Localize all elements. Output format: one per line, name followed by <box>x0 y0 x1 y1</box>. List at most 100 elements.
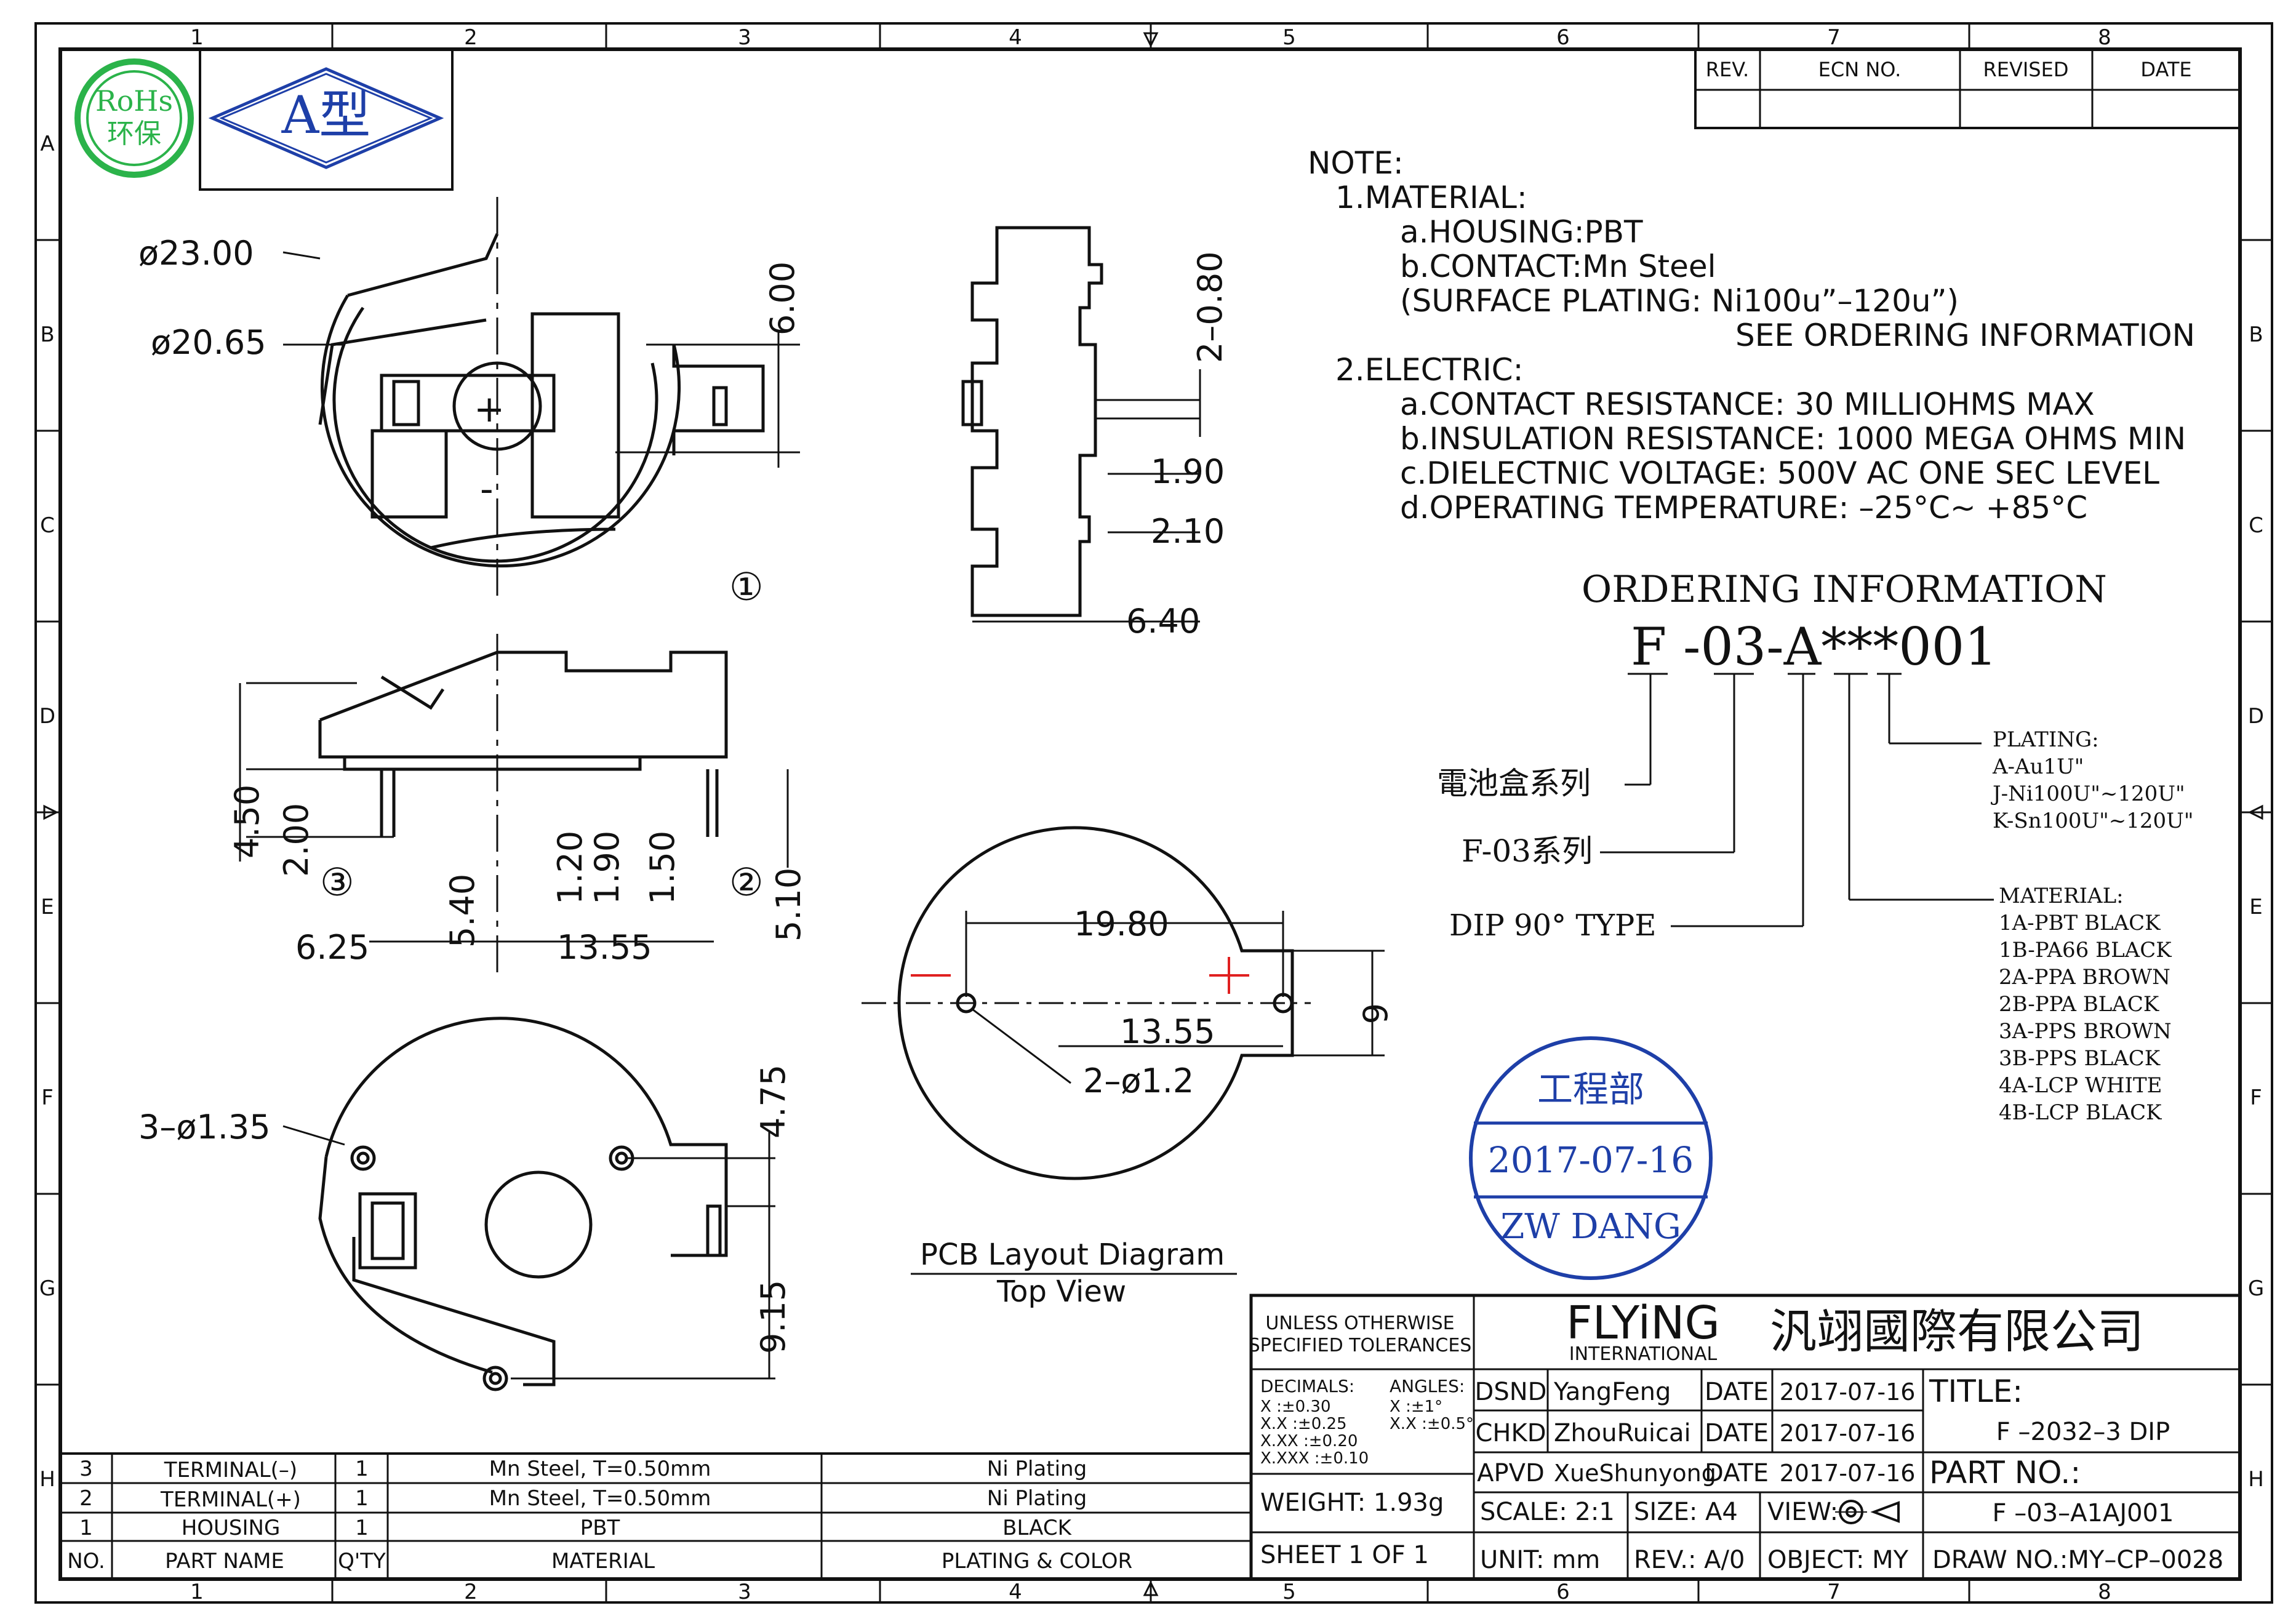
decimals-xxx: X.XX :±0.20 <box>1260 1432 1358 1450</box>
dim-9-15: 9.15 <box>754 1280 793 1354</box>
zone-row-h-right: H <box>2248 1467 2264 1492</box>
type-badge: A型 <box>208 67 444 169</box>
dim-2-10: 2.10 <box>1151 512 1225 551</box>
rohs-badge: RoHs 环保 <box>74 58 194 178</box>
note-line-4: (SURFACE PLATING: Ni100u”–120u”) <box>1400 283 1959 319</box>
zone-row-g-right: G <box>2248 1276 2264 1301</box>
dim-2-dia-1-2: 2–ø1.2 <box>1083 1062 1194 1100</box>
sheet-frame: 1 2 3 4 5 6 7 8 1 2 3 4 5 6 7 8 A B C D … <box>34 22 2273 1604</box>
tolerance-head-2: SPECIFIED TOLERANCES <box>1249 1335 1472 1356</box>
note-line-6: 2.ELECTRIC: <box>1335 352 1523 388</box>
note-line-5: SEE ORDERING INFORMATION <box>1735 318 2195 353</box>
title-value: F –2032–3 DIP <box>1996 1418 2170 1446</box>
zone-row-e: E <box>41 895 54 919</box>
ordering-title: ORDERING INFORMATION <box>1582 568 2107 611</box>
zone-row-c: C <box>40 513 55 538</box>
zone-col-4: 4 <box>1009 25 1022 50</box>
title-block: UNLESS OTHERWISE SPECIFIED TOLERANCES DE… <box>1249 1294 2242 1581</box>
title-label: TITLE: <box>1929 1374 2023 1409</box>
zone-col-7: 7 <box>1827 25 1841 50</box>
pcb-layout-drawing <box>862 826 1385 1180</box>
unit-value: UNIT: mm <box>1480 1546 1600 1574</box>
zone-col-8-bottom: 8 <box>2098 1580 2111 1604</box>
parts-row-3-name: TERMINAL(–) <box>164 1458 297 1482</box>
dim-13-55: 13.55 <box>557 928 652 967</box>
apvd-date: 2017-07-16 <box>1780 1460 1916 1487</box>
minus-mark: - <box>480 468 494 511</box>
revision-table: REV. ECN NO. REVISED DATE <box>1694 48 2241 129</box>
zone-col-5: 5 <box>1282 25 1296 50</box>
zone-row-b-right: B <box>2249 322 2263 347</box>
parts-row-3-qty: 1 <box>355 1457 369 1481</box>
ordering-info: ORDERING INFORMATION F -03-A***001 電池盒系列… <box>1437 568 2193 1125</box>
zone-col-3-bottom: 3 <box>738 1580 751 1604</box>
stamp-name: ZW DANG <box>1500 1207 1681 1247</box>
zone-row-a: A <box>40 132 54 156</box>
parts-header-material: MATERIAL <box>551 1549 655 1574</box>
zone-row-e-right: E <box>2249 895 2262 919</box>
apvd-label: APVD <box>1477 1459 1545 1487</box>
parts-row-2-qty: 1 <box>355 1486 369 1511</box>
object-value: OBJECT: MY <box>1767 1546 1909 1574</box>
ordering-code: F -03-A***001 <box>1631 617 1998 677</box>
weight-value: WEIGHT: 1.93g <box>1260 1489 1444 1517</box>
stamp-date: 2017-07-16 <box>1488 1139 1694 1181</box>
zone-col-8: 8 <box>2098 25 2111 50</box>
front-view-drawing <box>239 634 789 978</box>
part-no-value: F –03–A1AJ001 <box>1993 1499 2174 1527</box>
material-item: 2A-PPA BROWN <box>1999 965 2170 990</box>
zone-col-1: 1 <box>190 25 204 50</box>
parts-row-1-material: PBT <box>580 1516 620 1540</box>
dim-6-25: 6.25 <box>295 928 369 967</box>
rohs-text: RoHs <box>95 84 173 118</box>
dim-dia-23: ø23.00 <box>138 234 254 273</box>
company-cn: 汎翊國際有限公司 <box>1770 1304 2144 1359</box>
date-header: DATE <box>2140 58 2191 81</box>
plating-title: PLATING: <box>1993 727 2099 752</box>
side-view-drawing <box>961 226 1201 623</box>
material-item: 4A-LCP WHITE <box>1999 1073 2162 1098</box>
material-item: 4B-LCP BLACK <box>1999 1100 2162 1125</box>
material-title: MATERIAL: <box>1999 884 2124 908</box>
draw-no-value: DRAW NO.:MY–CP–0028 <box>1932 1546 2223 1574</box>
note-line-9: c.DIELECTNIC VOLTAGE: 500V AC ONE SEC LE… <box>1400 455 2159 491</box>
material-item: 3B-PPS BLACK <box>1999 1046 2161 1071</box>
note-line-1: 1.MATERIAL: <box>1335 180 1527 215</box>
parts-row-2-material: Mn Steel, T=0.50mm <box>489 1486 711 1511</box>
parts-header-qty: Q'TY <box>338 1549 386 1574</box>
parts-row-1-no: 1 <box>79 1516 93 1540</box>
zone-col-2: 2 <box>464 25 478 50</box>
dip-label: DIP 90° TYPE <box>1449 908 1656 943</box>
tolerance-head-1: UNLESS OTHERWISE <box>1265 1313 1454 1334</box>
zone-row-f-right: F <box>2250 1086 2262 1110</box>
decimals-label: DECIMALS: <box>1260 1376 1354 1396</box>
parts-row-1-qty: 1 <box>355 1516 369 1540</box>
callout-2: ② <box>729 860 764 905</box>
stamp-dept: 工程部 <box>1537 1068 1644 1110</box>
plating-item: K-Sn100U"~120U" <box>1993 809 2193 833</box>
apvd-date-label: DATE <box>1705 1459 1769 1487</box>
ecn-header: ECN NO. <box>1818 58 1902 81</box>
zone-row-h: H <box>39 1467 55 1492</box>
dim-2-00: 2.00 <box>277 803 316 877</box>
zone-col-1-bottom: 1 <box>190 1580 204 1604</box>
engineering-stamp: 工程部 2017-07-16 ZW DANG <box>1469 1036 1713 1280</box>
angles-label: ANGLES: <box>1390 1376 1465 1396</box>
rev-value: REV.: A/0 <box>1634 1546 1745 1574</box>
zone-row-c-right: C <box>2249 513 2263 538</box>
scale-value: SCALE: 2:1 <box>1480 1498 1615 1526</box>
note-line-7: a.CONTACT RESISTANCE: 30 MILLIOHMS MAX <box>1400 386 2095 422</box>
notes-title: NOTE: <box>1308 145 1404 181</box>
zone-col-6: 6 <box>1556 25 1570 50</box>
parts-row-3-no: 3 <box>79 1457 93 1481</box>
note-line-8: b.INSULATION RESISTANCE: 1000 MEGA OHMS … <box>1400 421 2186 457</box>
callout-1: ① <box>729 564 764 609</box>
dim-6-pcb: 6 <box>1355 1003 1394 1024</box>
rev-header: REV. <box>1706 58 1749 81</box>
parts-table: 3 TERMINAL(–) 1 Mn Steel, T=0.50mm Ni Pl… <box>59 1452 1252 1580</box>
note-line-10: d.OPERATING TEMPERATURE: –25°C~ +85°C <box>1400 490 2087 526</box>
note-line-2: a.HOUSING:PBT <box>1400 214 1643 250</box>
dim-3-dia-1-35: 3–ø1.35 <box>138 1108 271 1146</box>
part-no-label: PART NO.: <box>1929 1455 2081 1490</box>
